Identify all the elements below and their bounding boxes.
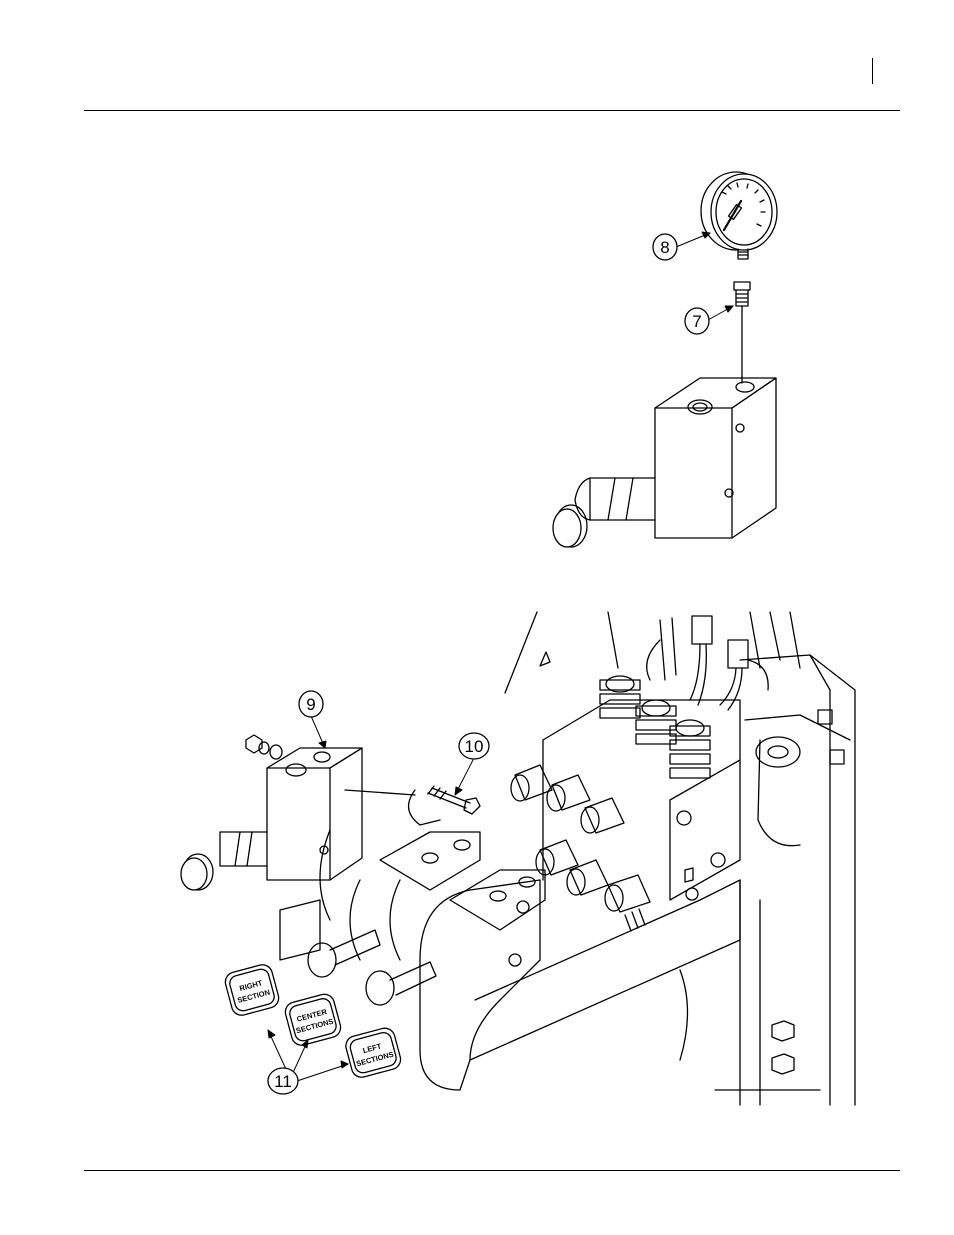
callout-11: 11 — [268, 1068, 298, 1094]
decal-right-section: RIGHT SECTION — [223, 963, 281, 1018]
callout-10: 10 — [459, 733, 489, 759]
callout-10-number: 10 — [465, 737, 484, 756]
elbow-fittings — [511, 765, 650, 931]
callout-7: 7 — [685, 308, 709, 334]
callout-9: 9 — [299, 691, 323, 717]
handles — [308, 868, 698, 1060]
hose-connectors — [647, 616, 769, 710]
callout-7-number: 7 — [692, 312, 701, 331]
control-brackets — [280, 790, 740, 1090]
decal-left-sections: LEFT SECTIONS — [344, 1026, 403, 1080]
fitting — [734, 282, 750, 383]
decal-center-sections: CENTER SECTIONS — [283, 992, 343, 1047]
valve-block-top — [553, 378, 776, 547]
callout-8: 8 — [653, 234, 677, 260]
callout-8-number: 8 — [660, 238, 669, 257]
callout-9-number: 9 — [306, 695, 315, 714]
bolt — [428, 786, 480, 814]
valve-block-exploded — [181, 748, 415, 890]
pressure-gauge — [701, 172, 777, 259]
callout-11-number: 11 — [274, 1072, 292, 1091]
hardware-nut-washer — [246, 735, 282, 759]
frame-structure — [505, 612, 855, 1105]
